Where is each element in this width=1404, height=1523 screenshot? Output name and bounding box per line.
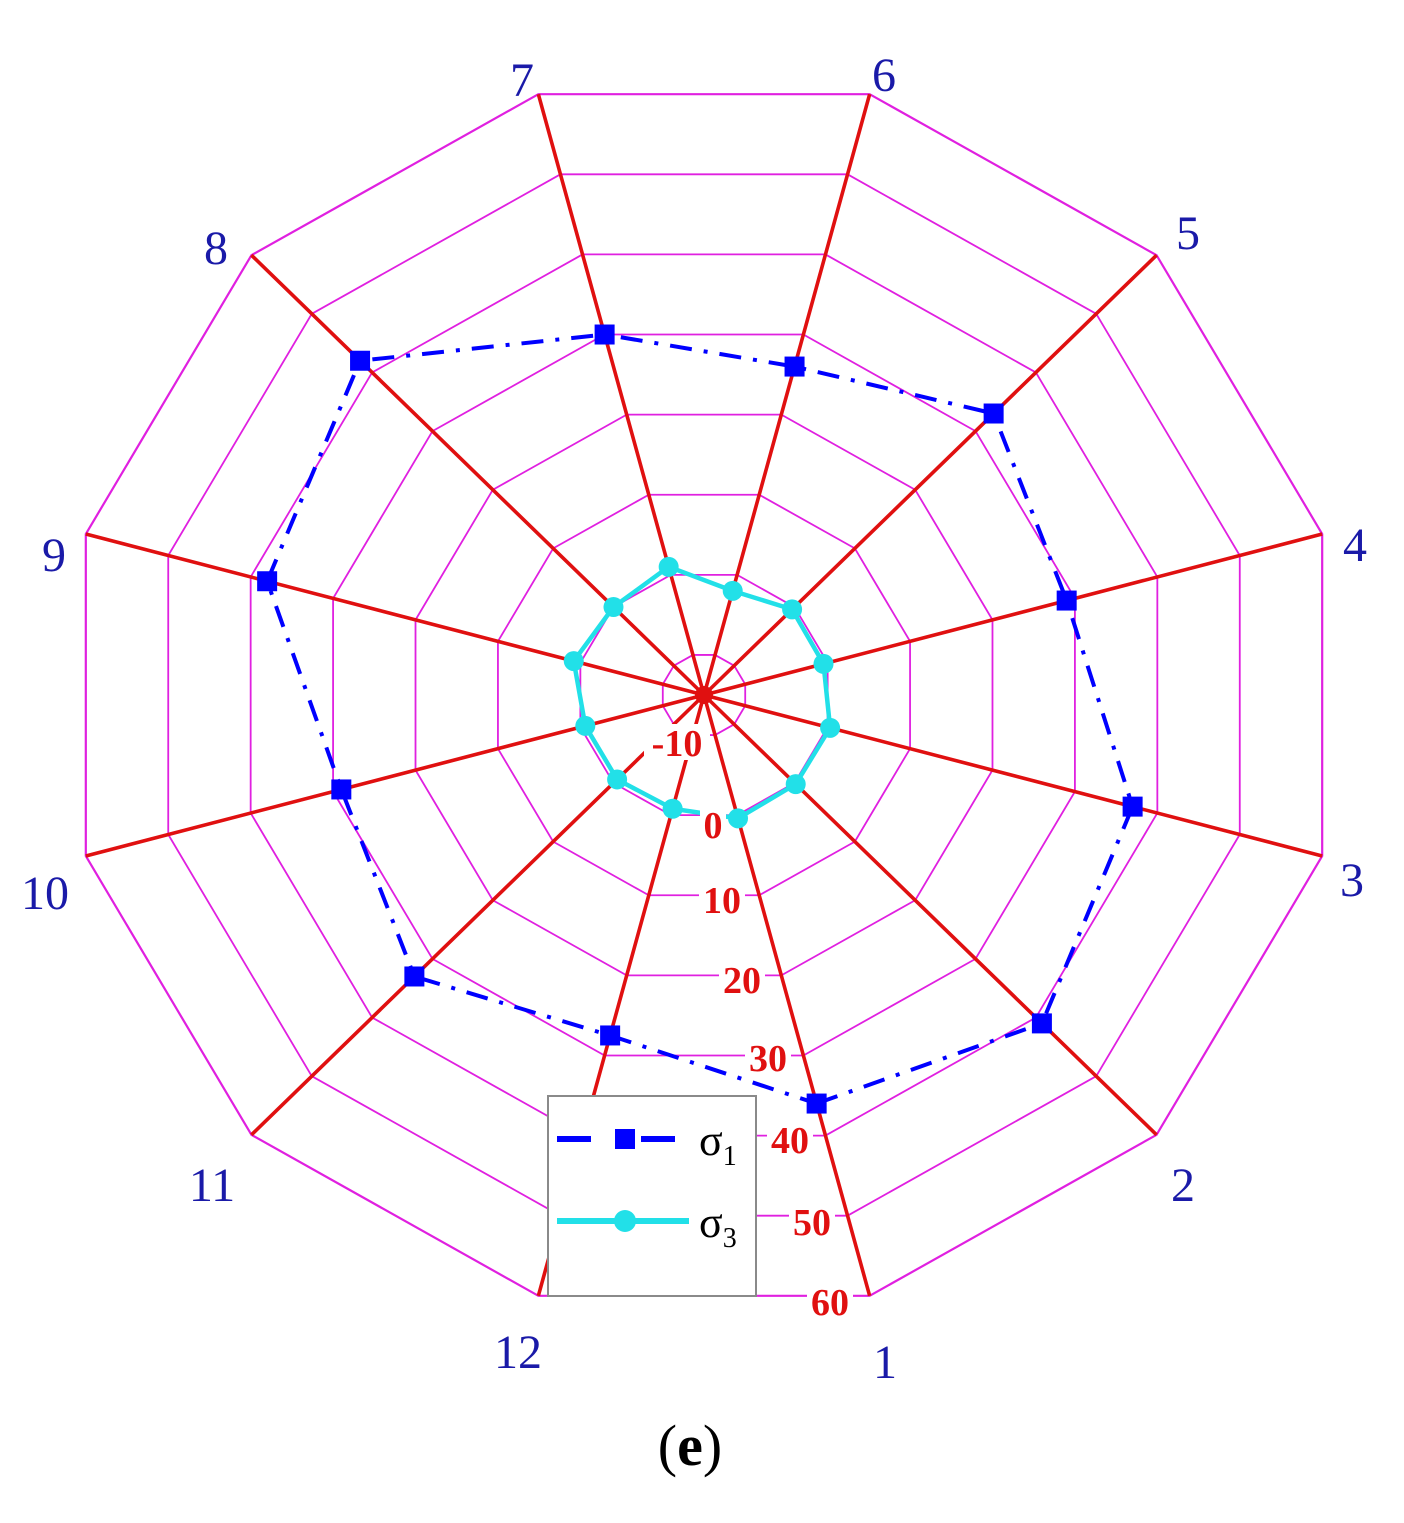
category-label-8: 8: [204, 222, 228, 275]
category-label-2: 2: [1171, 1159, 1195, 1212]
category-label-6: 6: [872, 49, 896, 102]
category-label-11: 11: [189, 1159, 235, 1212]
axis-spoke: [702, 693, 1158, 1137]
legend-item-sigma3: σ3: [549, 1199, 755, 1259]
data-point: [728, 808, 749, 829]
data-point: [820, 717, 841, 738]
data-point: [600, 1025, 621, 1046]
legend: σ1 σ3: [547, 1095, 757, 1297]
data-point: [784, 356, 805, 377]
data-point: [658, 556, 679, 577]
center-hub: [695, 686, 713, 704]
figure-caption: (e): [657, 1413, 723, 1478]
radial-tick-label: -10: [652, 723, 703, 765]
data-series: [257, 324, 1143, 1114]
category-label-9: 9: [42, 529, 66, 582]
legend-swatch-sigma1: [557, 1129, 675, 1149]
data-point: [813, 653, 834, 674]
category-label-3: 3: [1340, 854, 1364, 907]
axis-spoke: [250, 253, 706, 697]
radial-tick-label: 10: [703, 880, 741, 922]
axis-spoke: [85, 693, 705, 858]
data-point: [331, 779, 352, 800]
data-point: [782, 599, 803, 620]
legend-label-sigma1: σ1: [699, 1116, 737, 1172]
legend-swatch-sigma3: [557, 1210, 689, 1232]
radial-tick-label: 20: [723, 960, 761, 1002]
radial-tick-label: 50: [793, 1202, 831, 1244]
data-point: [594, 324, 615, 345]
category-label-4: 4: [1343, 519, 1367, 572]
data-point: [785, 774, 806, 795]
category-label-1: 1: [873, 1336, 897, 1389]
radial-tick-label: 0: [704, 805, 723, 847]
data-point: [806, 1093, 827, 1114]
data-point: [1122, 796, 1143, 817]
data-point: [607, 769, 628, 790]
circle-marker-icon: [614, 1210, 636, 1232]
category-label-12: 12: [494, 1326, 542, 1379]
radial-tick-label: 40: [771, 1120, 809, 1162]
category-label-7: 7: [510, 54, 534, 107]
axis-spoke: [85, 532, 705, 697]
category-label-10: 10: [21, 867, 69, 920]
axis-spoke: [703, 693, 1323, 858]
data-point: [722, 580, 743, 601]
data-point: [563, 651, 584, 672]
radial-tick-labels: -100 10 20 30 40 50 60: [644, 723, 853, 1324]
axis-spokes: [85, 93, 1323, 1297]
radial-tick-label: 60: [811, 1282, 849, 1324]
axis-spoke: [250, 693, 706, 1137]
data-point: [603, 597, 624, 618]
data-point: [1056, 590, 1077, 611]
series-sigma3: [563, 556, 841, 829]
data-point: [257, 571, 278, 592]
category-label-5: 5: [1176, 207, 1200, 260]
data-point: [1031, 1013, 1052, 1034]
square-marker-icon: [615, 1129, 635, 1149]
axis-spoke: [702, 694, 872, 1297]
legend-item-sigma1: σ1: [549, 1117, 755, 1177]
radial-tick-label: 30: [749, 1038, 787, 1080]
series-sigma1: [257, 324, 1143, 1114]
data-point: [350, 350, 371, 371]
data-point: [404, 966, 425, 987]
data-point: [575, 715, 596, 736]
axis-spoke: [703, 532, 1323, 697]
legend-label-sigma3: σ3: [699, 1198, 737, 1254]
series-line: [264, 332, 1135, 1106]
axis-spoke: [702, 253, 1158, 697]
axis-spoke: [536, 93, 706, 696]
data-point: [983, 403, 1004, 424]
data-point: [662, 798, 683, 819]
